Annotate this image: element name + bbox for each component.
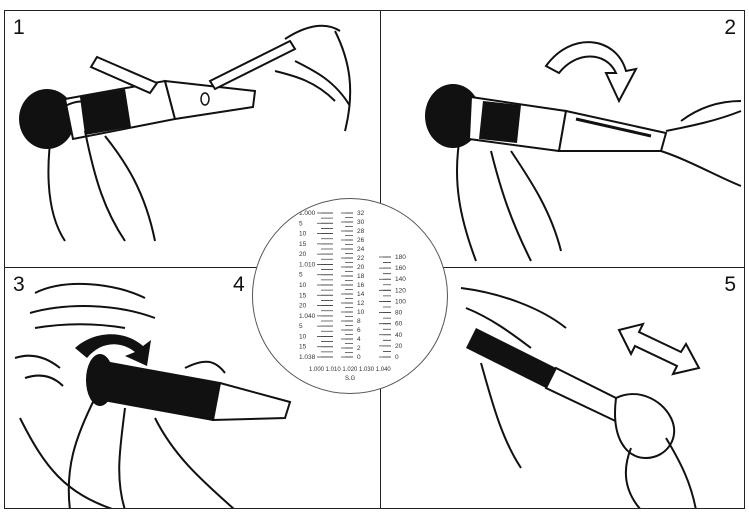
scale-center-label: 20 [357,264,365,271]
scale-left-label: 1.040 [299,313,316,320]
scale-left-label: 10 [299,231,307,238]
scale-center-label: 0 [357,354,361,361]
scale-center-label: 16 [357,282,365,289]
scale-center-label: 12 [357,300,365,307]
scale-right-label: 160 [395,265,406,272]
scale-graphic: 1.00051015201.01051015201.040510151.0383… [253,199,448,394]
scale-right-label: 140 [395,276,406,283]
scale-center-label: 26 [357,237,365,244]
scale-left-label: 5 [299,272,303,279]
scale-left-label: 5 [299,220,303,227]
scale-right-label: 180 [395,254,406,261]
scale-right-label: 120 [395,287,406,294]
scale-center-label: 2 [357,345,361,352]
scale-left-label: 20 [299,303,307,310]
scale-right-label: 60 [395,321,403,328]
scale-right-label: 80 [395,310,403,317]
scale-right-label: 40 [395,332,403,339]
scale-center-label: 28 [357,228,365,235]
scale-left-label: 1.038 [299,354,316,361]
scale-left-label: 1.000 [299,210,316,217]
scale-left-label: 15 [299,292,307,299]
scale-center-label: 14 [357,291,365,298]
scale-center-label: 30 [357,219,365,226]
scale-left-label: 20 [299,251,307,258]
scale-bottom-sg-label: S.G [345,376,356,382]
scale-center-label: 8 [357,318,361,325]
scale-right-label: 0 [395,354,399,361]
scale-left-label: 15 [299,344,307,351]
scale-center-label: 22 [357,255,365,262]
scale-right-label: 20 [395,343,403,350]
scale-left-label: 10 [299,282,307,289]
scale-left-label: 5 [299,323,303,330]
scale-center-label: 4 [357,336,361,343]
scale-left-label: 10 [299,333,307,340]
scale-center-label: 6 [357,327,361,334]
scale-left-label: 1.010 [299,261,316,268]
scale-center-label: 10 [357,309,365,316]
scale-left-label: 15 [299,241,307,248]
scale-right-label: 100 [395,298,406,305]
scale-center-label: 24 [357,246,365,253]
scale-center-label: 18 [357,273,365,280]
scale-bottom-label: 1.000 1.010 1.020 1.030 1.040 [309,367,391,373]
scale-center-label: 32 [357,210,365,217]
